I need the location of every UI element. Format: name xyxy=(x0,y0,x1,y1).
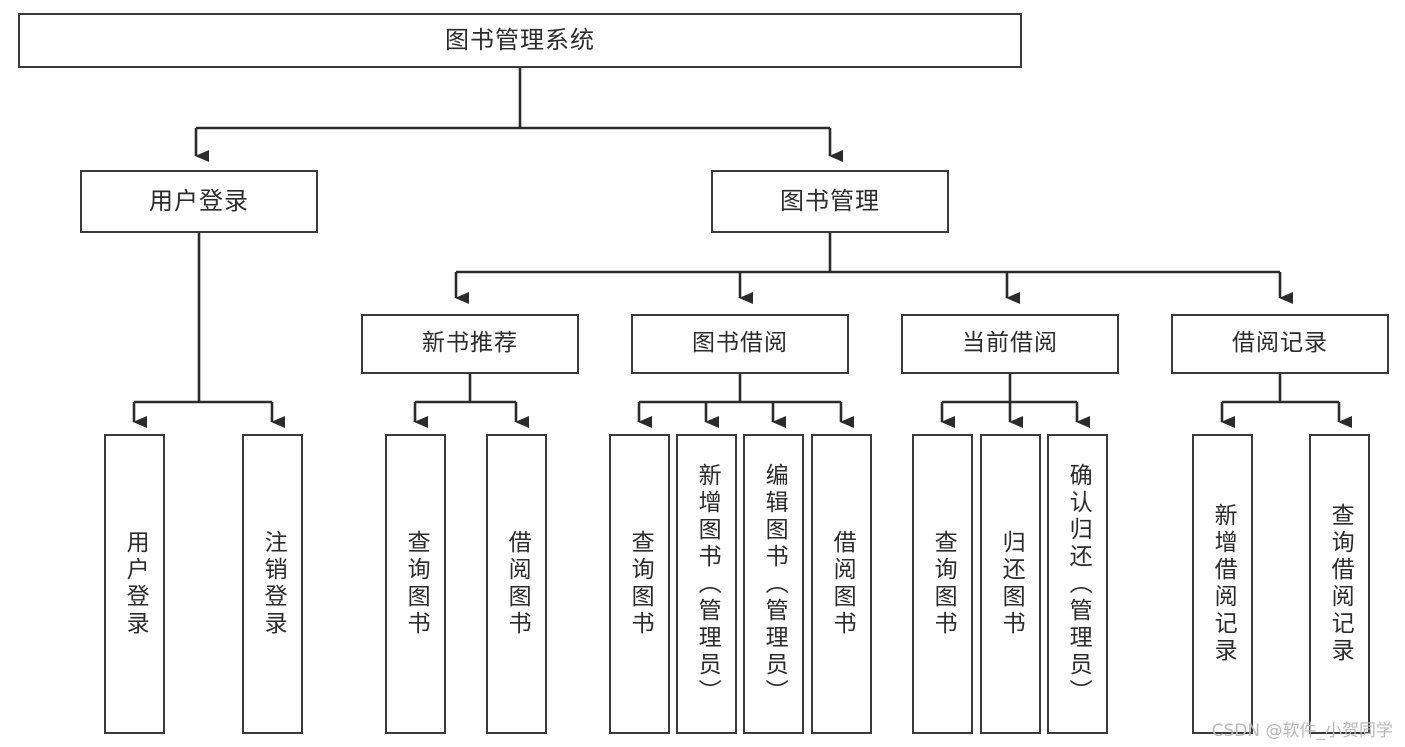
node-book-borrow[interactable]: 图书借阅 xyxy=(631,314,849,374)
node-label: 新书推荐 xyxy=(422,330,518,357)
node-label: 借阅图书 xyxy=(829,530,856,638)
node-label: 注销登录 xyxy=(260,530,287,638)
leaf-return-book[interactable]: 归还图书 xyxy=(980,434,1041,734)
leaf-add-borrow-record[interactable]: 新增借阅记录 xyxy=(1192,434,1253,734)
node-root-book-management-system[interactable]: 图书管理系统 xyxy=(18,13,1022,68)
node-label: 图书管理 xyxy=(780,187,880,216)
leaf-query-book-recommend[interactable]: 查询图书 xyxy=(385,434,446,734)
node-label: 新增图书（管理员） xyxy=(694,462,721,706)
node-label: 新增借阅记录 xyxy=(1210,503,1237,665)
node-current-borrow[interactable]: 当前借阅 xyxy=(901,314,1119,374)
leaf-borrow-book[interactable]: 借阅图书 xyxy=(811,434,872,734)
node-label: 图书管理系统 xyxy=(445,26,595,55)
node-label: 查询图书 xyxy=(627,530,654,638)
leaf-confirm-return-admin[interactable]: 确认归还（管理员） xyxy=(1047,434,1108,734)
node-user-login[interactable]: 用户登录 xyxy=(80,170,318,233)
node-label: 用户登录 xyxy=(122,530,149,638)
leaf-add-book-admin[interactable]: 新增图书（管理员） xyxy=(676,434,737,734)
node-label: 查询图书 xyxy=(403,530,430,638)
node-label: 确认归还（管理员） xyxy=(1065,462,1092,706)
leaf-borrow-book-recommend[interactable]: 借阅图书 xyxy=(486,434,547,734)
node-label: 借阅图书 xyxy=(504,530,531,638)
node-label: 借阅记录 xyxy=(1232,330,1328,357)
node-label: 用户登录 xyxy=(149,187,249,216)
leaf-query-borrow-record[interactable]: 查询借阅记录 xyxy=(1309,434,1370,734)
node-book-management[interactable]: 图书管理 xyxy=(711,170,949,233)
node-label: 查询图书 xyxy=(930,530,957,638)
node-label: 图书借阅 xyxy=(692,330,788,357)
leaf-logout-login[interactable]: 注销登录 xyxy=(242,434,303,734)
node-borrow-record[interactable]: 借阅记录 xyxy=(1171,314,1389,374)
node-new-book-recommend[interactable]: 新书推荐 xyxy=(361,314,579,374)
node-label: 归还图书 xyxy=(998,530,1025,638)
leaf-query-book-current[interactable]: 查询图书 xyxy=(912,434,973,734)
leaf-edit-book-admin[interactable]: 编辑图书（管理员） xyxy=(743,434,804,734)
node-label: 当前借阅 xyxy=(962,330,1058,357)
leaf-user-login[interactable]: 用户登录 xyxy=(104,434,165,734)
node-label: 查询借阅记录 xyxy=(1327,503,1354,665)
node-label: 编辑图书（管理员） xyxy=(761,462,788,706)
leaf-query-book-borrow[interactable]: 查询图书 xyxy=(609,434,670,734)
